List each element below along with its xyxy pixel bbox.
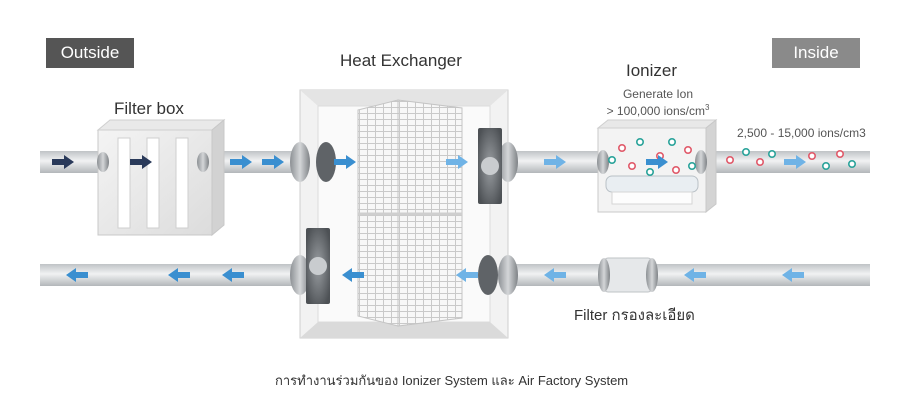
ion-dot <box>607 156 616 165</box>
airflow-arrow-hx-return <box>456 268 478 282</box>
ion-dot <box>807 152 816 161</box>
ion-dot <box>835 150 844 159</box>
airflow-arrow-hx-exhaust <box>342 268 364 282</box>
airflow-arrow-exhaust-2 <box>168 268 190 282</box>
ion-dot <box>617 144 626 153</box>
airflow-arrow-exhaust-3 <box>222 268 244 282</box>
inside-tag: Inside <box>772 38 860 68</box>
heat-exchanger-label: Heat Exchanger <box>340 51 462 70</box>
filter-box-label: Filter box <box>114 99 184 118</box>
airflow-arrow-return-2 <box>684 268 706 282</box>
airflow-arrow-supply-1 <box>230 155 252 169</box>
ionizer-unit <box>596 118 718 214</box>
caption: การทำงานร่วมกันของ Ionizer System และ Ai… <box>275 373 629 388</box>
ion-dot <box>683 146 692 155</box>
ion-dot <box>645 168 654 177</box>
airflow-arrow-return-1 <box>544 268 566 282</box>
ionizer-label: Ionizer <box>626 61 678 80</box>
ion-count-text: > 100,000 ions/cm <box>606 104 705 118</box>
heat-exchanger-unit <box>290 89 518 339</box>
ion-count-label: > 100,000 ions/cm3 <box>596 103 720 118</box>
fine-filter-label: Filter กรองละเอียด <box>574 307 695 324</box>
fine-filter <box>598 257 658 293</box>
airflow-arrow-filterbox <box>130 155 152 169</box>
airflow-arrow-to-ionizer <box>544 155 566 169</box>
inside-ion-range-label: 2,500 - 15,000 ions/cm3 <box>737 126 866 140</box>
airflow-arrow-hx-in <box>334 155 356 169</box>
airflow-arrow-exhaust-1 <box>66 268 88 282</box>
airflow-arrow-intake <box>52 155 74 169</box>
ion-dot <box>635 138 644 147</box>
airflow-arrow-inside <box>784 155 806 169</box>
airflow-arrow-ionizer <box>646 155 668 169</box>
ion-dot <box>741 148 750 157</box>
outside-tag: Outside <box>46 38 134 68</box>
airflow-arrow-return-3 <box>782 268 804 282</box>
ion-particles <box>607 138 856 177</box>
pipe-filterbox-to-hx <box>212 151 302 173</box>
ion-dot <box>755 158 764 167</box>
ion-dot <box>821 162 830 171</box>
ion-count-superscript: 3 <box>704 103 710 112</box>
ion-dot <box>687 162 696 171</box>
ion-dot <box>671 166 680 175</box>
airflow-arrow-hx-out <box>446 155 468 169</box>
ion-dot <box>667 138 676 147</box>
filter-box <box>96 118 226 237</box>
ion-dot <box>627 162 636 171</box>
airflow-arrows <box>52 155 806 282</box>
ion-dot <box>767 150 776 159</box>
ion-dot <box>847 160 856 169</box>
ion-dot <box>725 156 734 165</box>
generate-ion-label: Generate Ion <box>622 87 694 101</box>
airflow-arrow-supply-2 <box>262 155 284 169</box>
